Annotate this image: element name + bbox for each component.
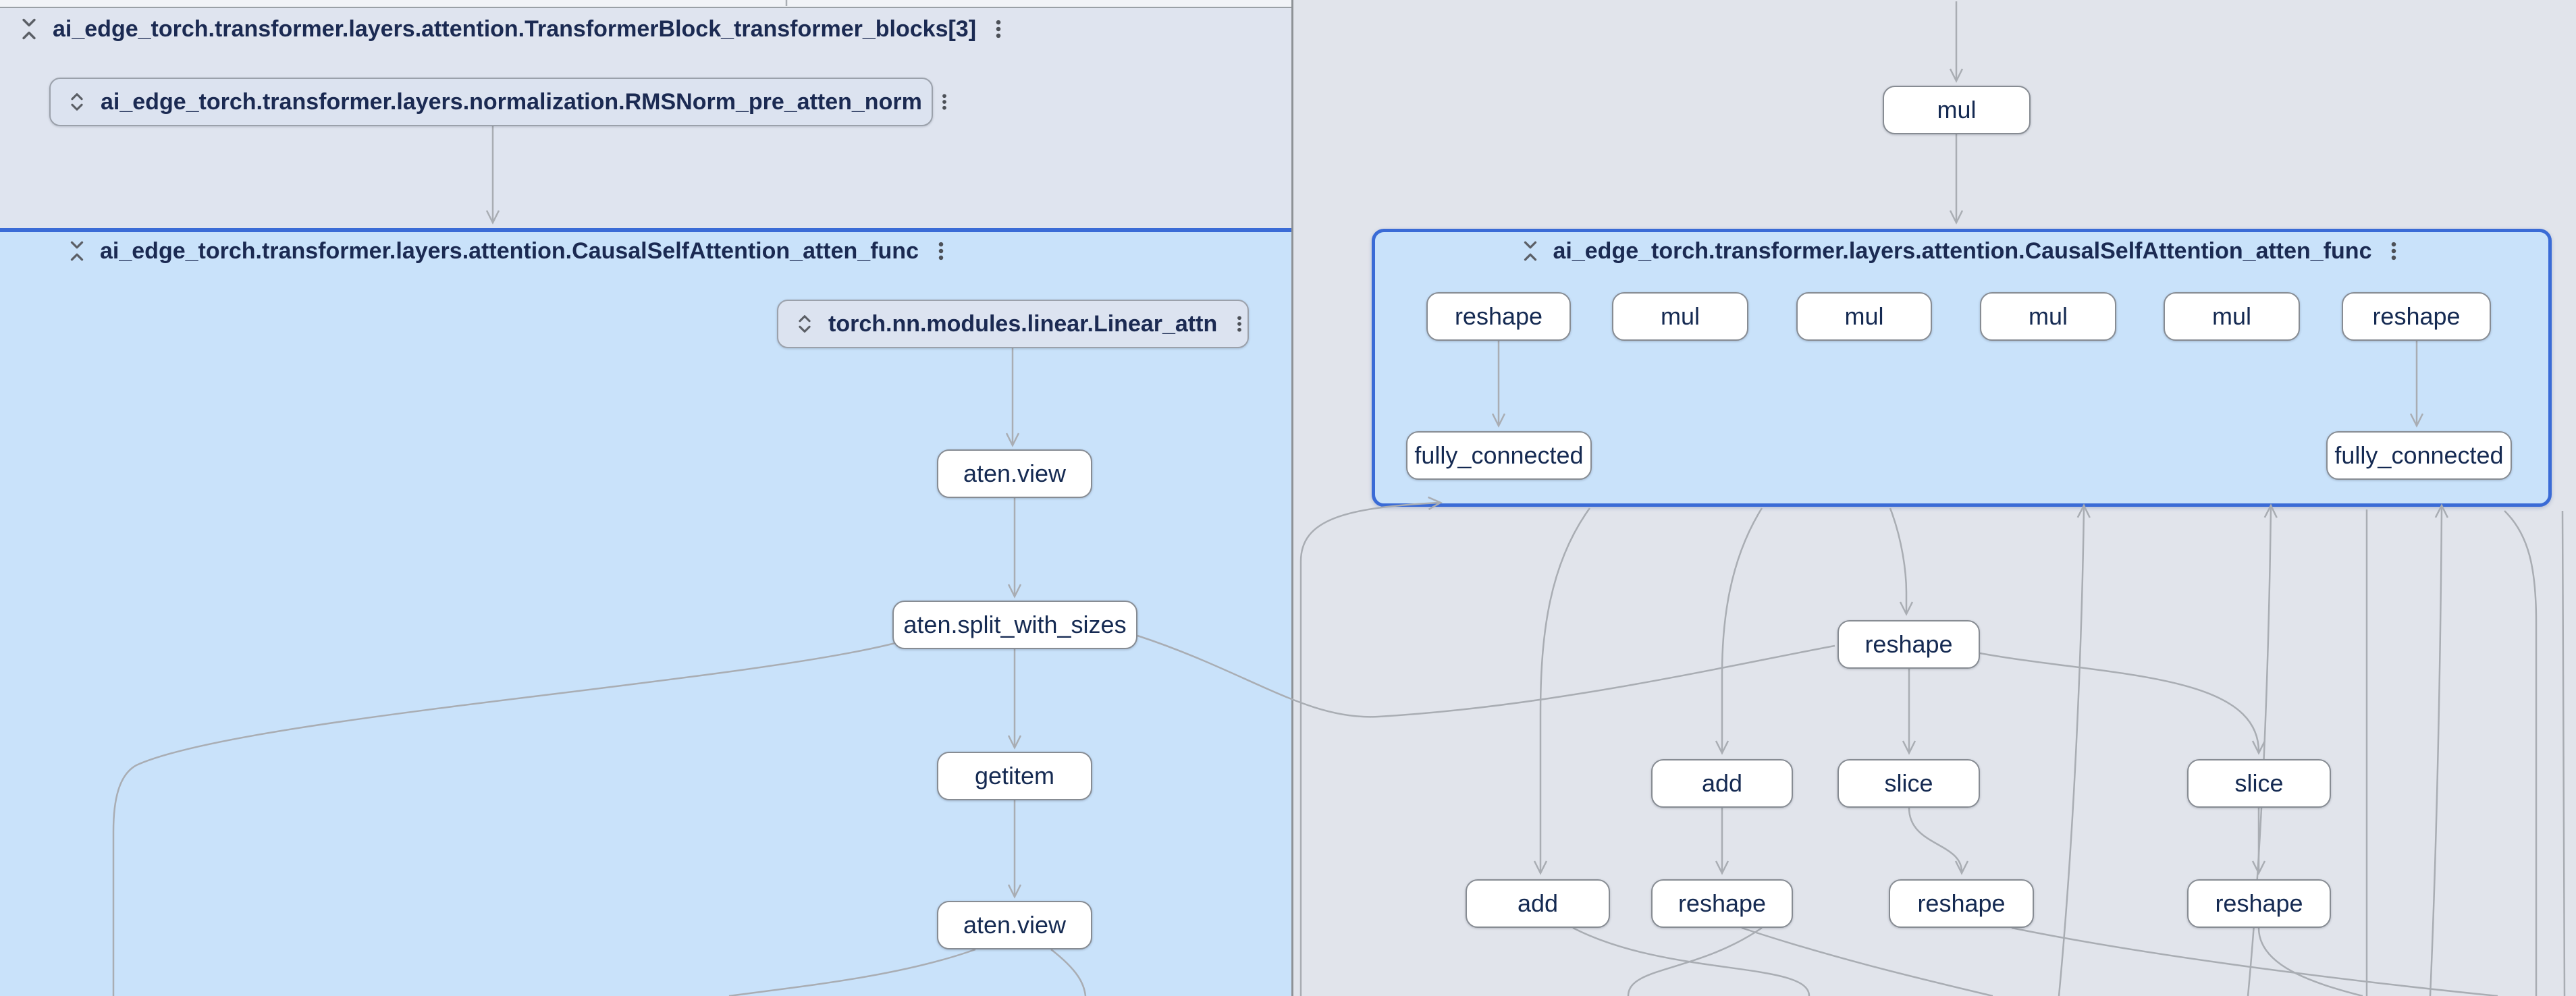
op-node-mul_r2[interactable]: mul: [1796, 292, 1932, 341]
op-node-reshape_c1[interactable]: reshape: [1651, 879, 1793, 928]
kebab-menu-icon[interactable]: [987, 16, 1010, 43]
op-node-add_c[interactable]: add: [1466, 879, 1610, 928]
op-node-reshape_c3[interactable]: reshape: [2187, 879, 2331, 928]
op-node-mul_r4[interactable]: mul: [2164, 292, 2300, 341]
op-node-reshape_r1[interactable]: reshape: [1426, 292, 1571, 341]
transformer-block-group-title: ai_edge_torch.transformer.layers.attenti…: [53, 16, 977, 42]
kebab-menu-icon[interactable]: [2382, 238, 2405, 265]
op-node-label: fully_connected: [2334, 441, 2504, 469]
op-node-label: aten.split_with_sizes: [903, 611, 1127, 638]
kebab-menu-icon[interactable]: [1229, 310, 1250, 337]
op-node-slice_b2[interactable]: slice: [2187, 759, 2331, 808]
op-node-label: aten.view: [963, 460, 1067, 487]
collapsed-group-node-rms_norm_group[interactable]: ai_edge_torch.transformer.layers.normali…: [49, 78, 946, 126]
unfold-less-icon[interactable]: [1518, 238, 1542, 265]
unfold-more-icon[interactable]: [65, 87, 88, 117]
op-node-label: mul: [1844, 302, 1884, 330]
op-node-label: reshape: [1917, 889, 2006, 917]
op-node-label: slice: [1884, 769, 1933, 797]
op-node-aten_split_with_sizes[interactable]: aten.split_with_sizes: [892, 601, 1137, 649]
op-node-label: mul: [2211, 302, 2251, 330]
op-node-label: mul: [1937, 96, 1977, 123]
op-node-label: reshape: [1454, 302, 1543, 330]
causal-self-attention-group-title-right: ai_edge_torch.transformer.layers.attenti…: [1553, 238, 2372, 264]
op-node-label: aten.view: [963, 911, 1067, 939]
group-node-label: ai_edge_torch.transformer.layers.normali…: [101, 88, 922, 115]
causal-self-attention-group-header-right[interactable]: ai_edge_torch.transformer.layers.attenti…: [1372, 238, 2552, 265]
op-node-aten_view_1[interactable]: aten.view: [937, 449, 1092, 498]
op-node-mul_r1[interactable]: mul: [1612, 292, 1748, 341]
op-node-label: add: [1517, 889, 1559, 917]
op-node-label: reshape: [1864, 630, 1953, 658]
op-node-label: reshape: [2215, 889, 2303, 917]
pane-divider: [1291, 0, 1293, 996]
kebab-menu-icon[interactable]: [930, 238, 952, 265]
unfold-less-icon[interactable]: [65, 238, 89, 265]
collapsed-group-node-linear_attn_group[interactable]: torch.nn.modules.linear.Linear_attn: [777, 300, 1249, 348]
op-node-fully_connected_1[interactable]: fully_connected: [1406, 431, 1592, 480]
op-node-label: mul: [1660, 302, 1700, 330]
op-node-slice_b[interactable]: slice: [1837, 759, 1980, 808]
op-node-mul_top[interactable]: mul: [1883, 86, 2031, 134]
op-node-label: slice: [2234, 769, 2284, 797]
group-node-label: torch.nn.modules.linear.Linear_attn: [828, 310, 1218, 337]
op-node-getitem[interactable]: getitem: [937, 752, 1092, 800]
causal-self-attention-group-title-left: ai_edge_torch.transformer.layers.attenti…: [100, 238, 919, 264]
op-node-aten_view_2[interactable]: aten.view: [937, 901, 1092, 949]
unfold-more-icon[interactable]: [793, 309, 816, 339]
op-node-label: mul: [2028, 302, 2068, 330]
unfold-less-icon[interactable]: [16, 15, 42, 43]
parent-graph-background: [0, 0, 1293, 7]
op-node-add_b[interactable]: add: [1651, 759, 1793, 808]
op-node-reshape_a[interactable]: reshape: [1837, 620, 1980, 669]
op-node-mul_r3[interactable]: mul: [1980, 292, 2116, 341]
op-node-label: add: [1701, 769, 1743, 797]
op-node-reshape_r2[interactable]: reshape: [2342, 292, 2491, 341]
op-node-label: reshape: [2372, 302, 2461, 330]
kebab-menu-icon[interactable]: [934, 88, 955, 115]
op-node-fully_connected_2[interactable]: fully_connected: [2326, 431, 2512, 480]
op-node-reshape_c2[interactable]: reshape: [1889, 879, 2034, 928]
causal-self-attention-group-header-left[interactable]: ai_edge_torch.transformer.layers.attenti…: [65, 238, 952, 265]
op-node-label: getitem: [974, 762, 1055, 790]
op-node-label: reshape: [1678, 889, 1767, 917]
transformer-block-group-header[interactable]: ai_edge_torch.transformer.layers.attenti…: [16, 15, 1010, 43]
op-node-label: fully_connected: [1414, 441, 1584, 469]
